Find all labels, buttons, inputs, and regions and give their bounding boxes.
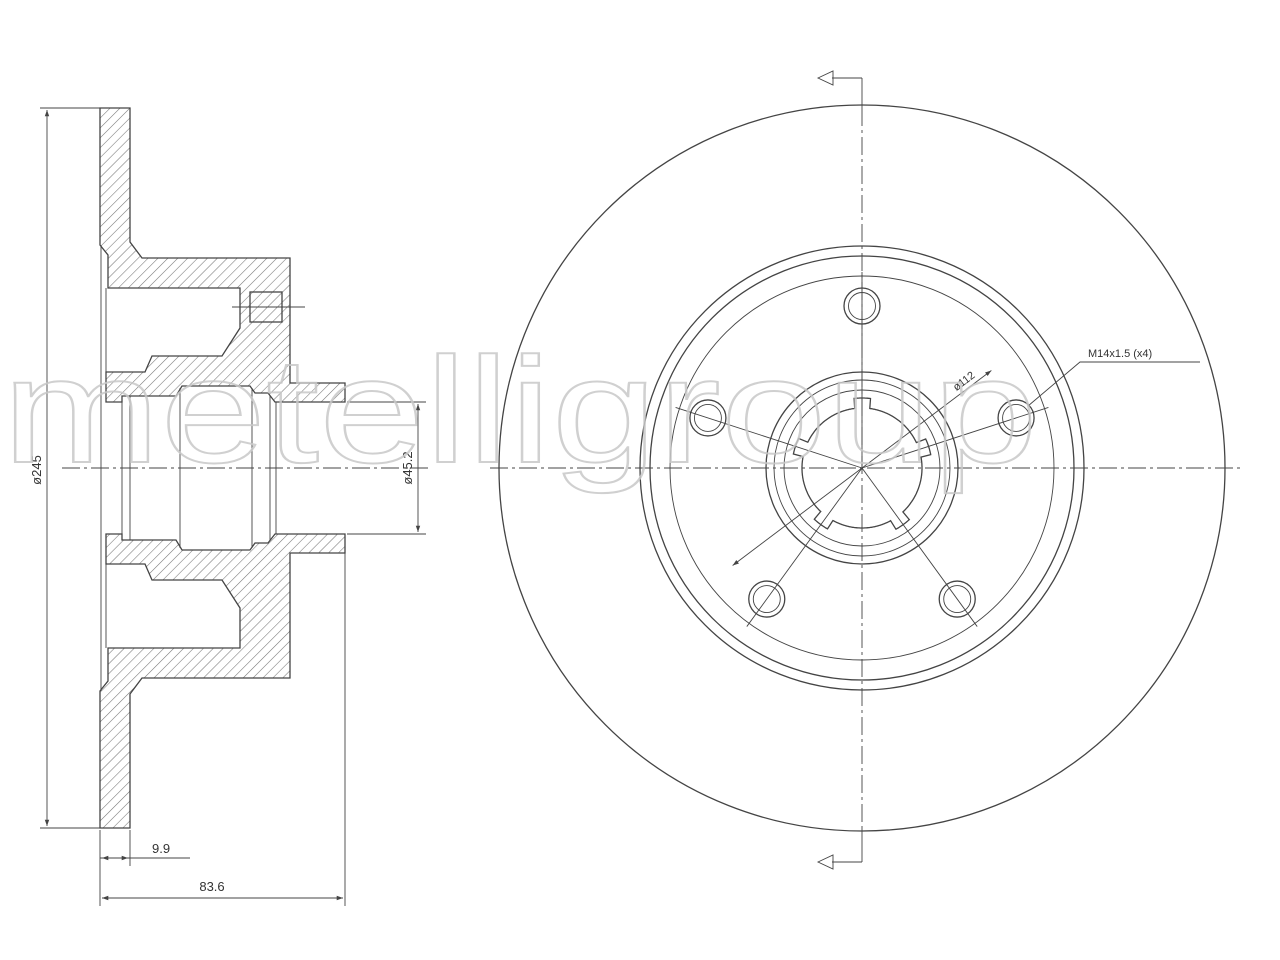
bolt-hole-thread bbox=[1002, 403, 1031, 432]
bolt-hole bbox=[938, 580, 976, 618]
section-dimensions: ø245 9.9 83.6 ø45.2 bbox=[29, 107, 426, 906]
thickness-label: 9.9 bbox=[152, 841, 170, 856]
watermark-logo: metelligroup bbox=[2, 326, 1038, 494]
bolt-hole-thread bbox=[752, 585, 781, 614]
bolt-hole bbox=[748, 580, 786, 618]
bolt-hole bbox=[689, 399, 727, 437]
height-label: 83.6 bbox=[199, 879, 224, 894]
thread-label: M14x1.5 (x4) bbox=[1088, 348, 1152, 360]
section-lower-half bbox=[99, 533, 346, 829]
section-upper-half bbox=[99, 107, 346, 403]
bolt-hole-thread bbox=[943, 585, 972, 614]
bore-label: ø45.2 bbox=[400, 451, 415, 484]
bolt-hole bbox=[997, 399, 1035, 437]
outer-diameter-label: ø245 bbox=[29, 455, 44, 485]
bolt-hole-thread bbox=[693, 403, 722, 432]
thread-leader-line bbox=[1027, 361, 1200, 407]
bolt-circle-dim-line bbox=[732, 370, 992, 566]
section-arrow-top-head bbox=[816, 70, 834, 86]
front-view: ø112 M14x1.5 (x4) bbox=[490, 70, 1240, 870]
section-arrow-bottom-head bbox=[816, 854, 834, 870]
section-view bbox=[62, 107, 432, 829]
